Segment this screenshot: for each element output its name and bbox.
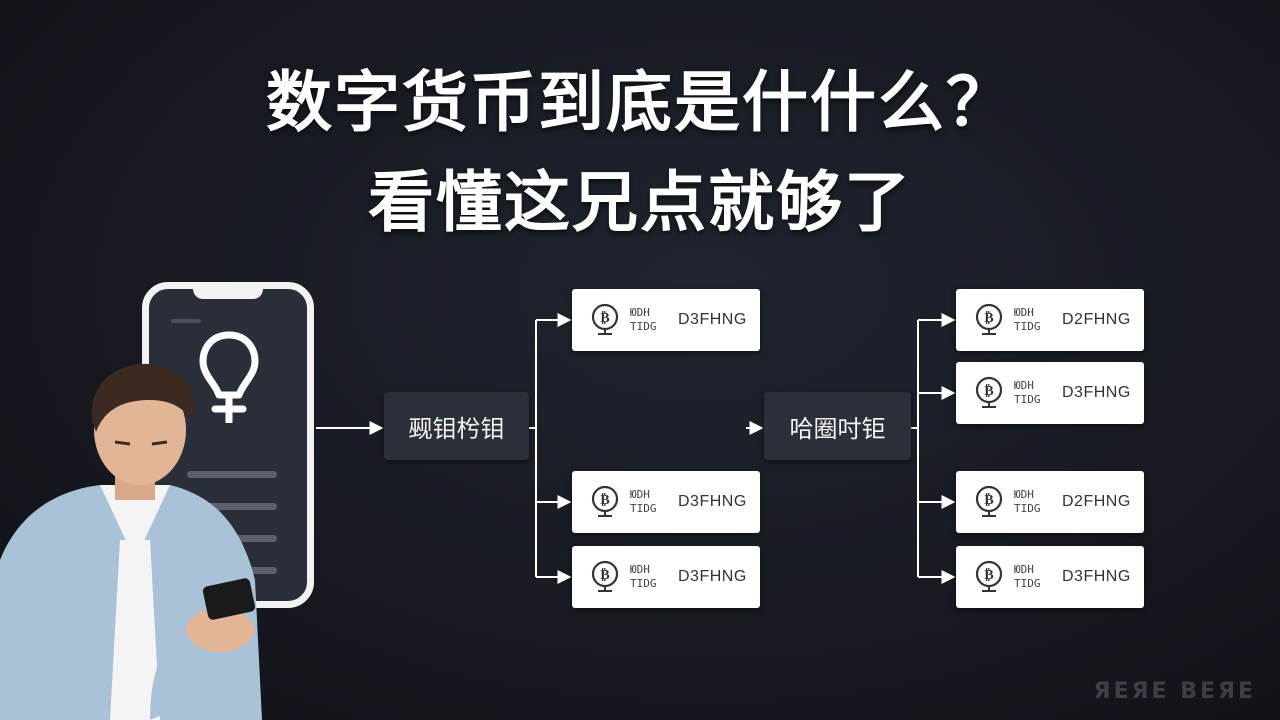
card-bottom-text: TIDG: [630, 502, 657, 515]
card-code: D3FHNG: [1062, 384, 1131, 401]
bitcoin-coin-icon: ₿: [591, 485, 619, 517]
title-line-1: 数字货币到底是什什么？: [266, 64, 1014, 141]
card-code: D2FHNG: [1062, 493, 1131, 510]
phone-notch: [193, 287, 263, 299]
hub-node-2: 哈圈吋钜: [764, 392, 911, 460]
card-code: D3FHNG: [1062, 568, 1131, 585]
person-illustration: [0, 363, 262, 720]
phone-bar: [187, 503, 277, 510]
lightbulb-icon: [199, 331, 259, 423]
card-code: D3FHNG: [678, 493, 747, 510]
bitcoin-coin-icon: ₿: [975, 303, 1003, 335]
card-top-text: ЮDH: [1014, 379, 1034, 392]
svg-text:₿: ₿: [984, 310, 993, 326]
card-bottom-text: TIDG: [1014, 502, 1041, 515]
title-line-2: 看懂这兄点就够了: [368, 164, 912, 241]
card-bottom-text: TIDG: [630, 320, 657, 333]
bitcoin-coin-icon: ₿: [975, 485, 1003, 517]
svg-text:₿: ₿: [984, 567, 993, 583]
bitcoin-coin-icon: ₿: [975, 560, 1003, 592]
card-code: D3FHNG: [678, 311, 747, 328]
bitcoin-coin-icon: ₿: [591, 303, 619, 335]
hub-node-1: 觋钼枍钼: [384, 392, 529, 460]
card-code: D3FHNG: [678, 568, 747, 585]
bitcoin-coin-icon: ₿: [975, 376, 1003, 408]
card-top-text: ЮDH: [630, 306, 650, 319]
card-bottom-text: TIDG: [630, 577, 657, 590]
card-top-text: ЮDH: [1014, 306, 1034, 319]
phone-status-line: [171, 319, 201, 323]
card-top-text: ЮDH: [630, 563, 650, 576]
watermark: ЯЕЯЕ ВЕЯЕ: [1093, 679, 1256, 704]
svg-text:₿: ₿: [600, 310, 609, 326]
card-top-text: ЮDH: [630, 488, 650, 501]
svg-text:₿: ₿: [600, 567, 609, 583]
card-top-text: ЮDH: [1014, 563, 1034, 576]
svg-text:₿: ₿: [984, 492, 993, 508]
phone-bar: [187, 471, 277, 478]
card-bottom-text: TIDG: [1014, 320, 1041, 333]
card-code: D2FHNG: [1062, 311, 1131, 328]
svg-text:₿: ₿: [984, 383, 993, 399]
svg-text:₿: ₿: [600, 492, 609, 508]
card-bottom-text: TIDG: [1014, 393, 1041, 406]
card-top-text: ЮDH: [1014, 488, 1034, 501]
card-bottom-text: TIDG: [1014, 577, 1041, 590]
bitcoin-coin-icon: ₿: [591, 560, 619, 592]
